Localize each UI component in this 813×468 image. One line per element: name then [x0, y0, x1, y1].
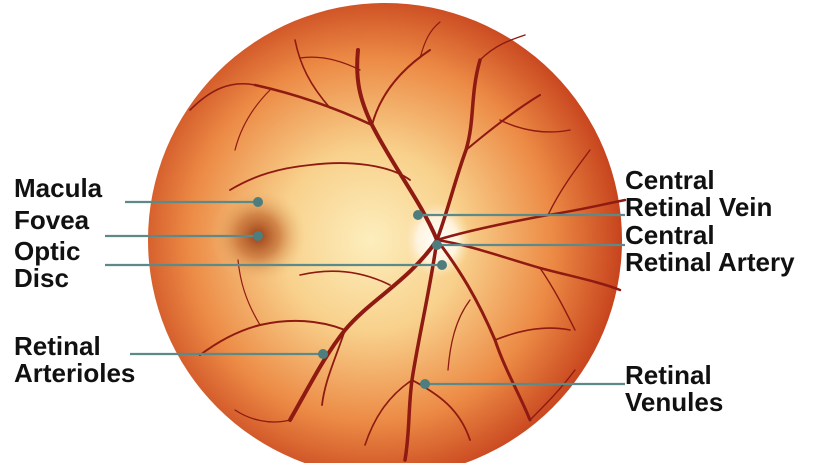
central-retinal-artery-label-line1: Central — [625, 222, 795, 249]
macula-dot — [253, 197, 263, 207]
retinal-arterioles-label-line2: Arterioles — [14, 360, 135, 387]
fovea-dot — [253, 231, 263, 241]
central-retinal-artery-label-line2: Retinal Artery — [625, 249, 795, 276]
central-retinal-artery-dot — [432, 240, 442, 250]
optic-disc-dot — [437, 260, 447, 270]
central-retinal-vein-label-line2: Retinal Vein — [625, 194, 772, 221]
retinal-venules-label: Retinal Venules — [625, 362, 723, 416]
retinal-venules-dot — [420, 379, 430, 389]
central-retinal-vein-dot — [413, 210, 423, 220]
retinal-venules-label-line2: Venules — [625, 389, 723, 416]
retinal-arterioles-label-line1: Retinal — [14, 333, 135, 360]
fovea-label: Fovea — [14, 207, 89, 234]
optic-disc-label: Optic Disc — [14, 238, 80, 292]
retinal-venules-label-line1: Retinal — [625, 362, 723, 389]
optic-disc-label-line1: Optic — [14, 238, 80, 265]
optic-disc-label-line2: Disc — [14, 265, 80, 292]
central-retinal-vein-label: Central Retinal Vein — [625, 167, 772, 221]
retinal-arterioles-dot — [318, 349, 328, 359]
retinal-arterioles-label: Retinal Arterioles — [14, 333, 135, 387]
macula-label: Macula — [14, 175, 102, 202]
central-retinal-vein-label-line1: Central — [625, 167, 772, 194]
central-retinal-artery-label: Central Retinal Artery — [625, 222, 795, 276]
